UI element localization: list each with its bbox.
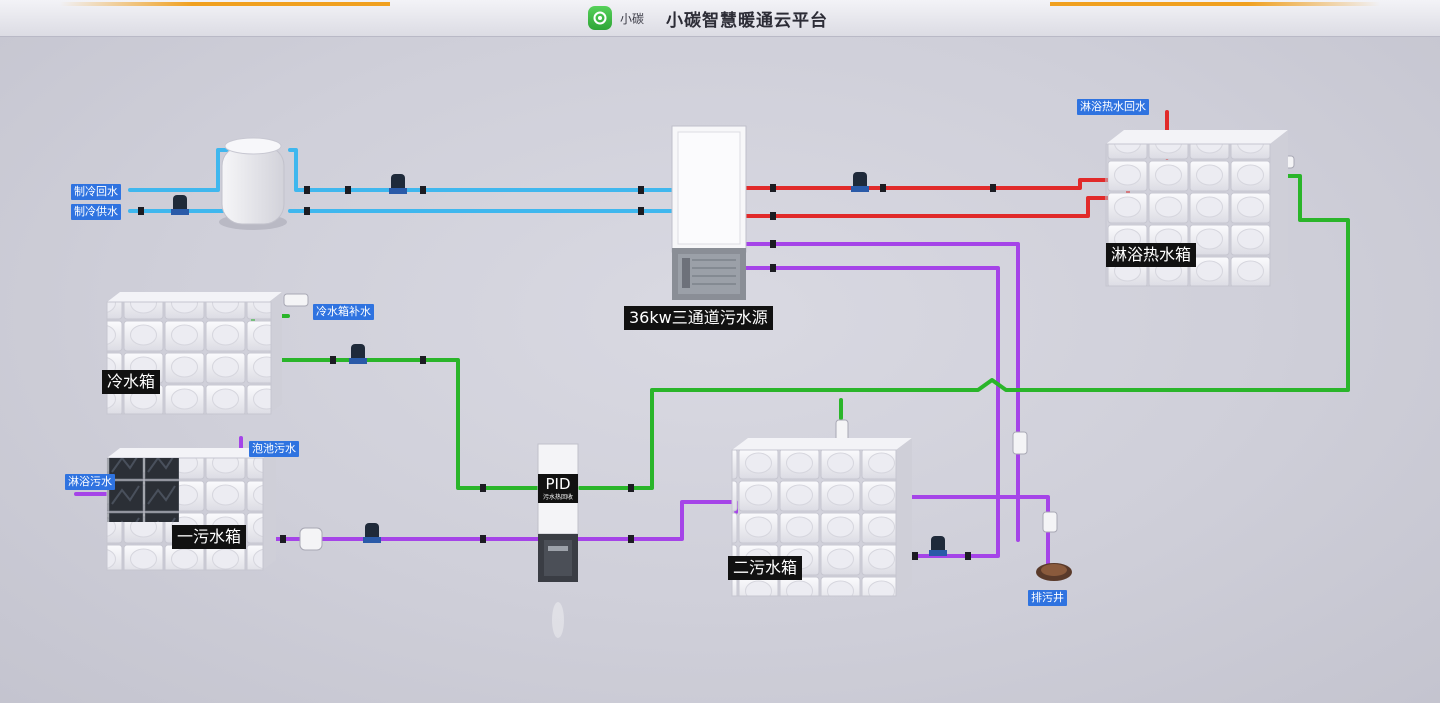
label-hot-tank: 淋浴热水箱 [1106,243,1197,267]
buffer-tank [219,137,287,230]
page-title: 小碳智慧暖通云平台 [666,10,829,31]
pump-icon [929,536,947,556]
heat-pump-unit [671,125,747,300]
drain-well [1036,563,1072,581]
pump-icon [349,344,367,364]
label-sewage-tank-2: 二污水箱 [728,556,803,580]
sewage-tank-1 [106,448,276,571]
pid-title: PID [545,475,571,493]
tag-shower-hot-return: 淋浴热水回水 [1077,99,1149,115]
label-sewage-tank-1: 一污水箱 [172,525,247,549]
tag-pool-sewage: 泡池污水 [249,441,299,457]
label-pid: PID 污水热回收 [538,474,578,503]
brand: 小碳 小碳智慧暖通云平台 [588,5,828,31]
pump-icon [363,523,381,543]
tag-drain-well: 排污井 [1028,590,1067,606]
hot-water-pipes [743,110,1169,218]
pump-icon [851,172,869,192]
header-accent-right [1050,2,1380,6]
tag-cooling-supply: 制冷供水 [71,204,121,220]
pumps [171,172,947,556]
header-accent-left [60,2,390,6]
title-bar: 小碳 小碳智慧暖通云平台 [0,0,1440,37]
tag-cooling-return: 制冷回水 [71,184,121,200]
pid-subtitle: 污水热回收 [542,494,573,501]
tag-cold-tank-makeup: 冷水箱补水 [313,304,374,320]
pump-icon [389,174,407,194]
cold-water-pipes [128,148,674,213]
pump-icon [171,195,189,215]
label-heat-pump: 36kw三通道污水源 [624,306,773,330]
leaf-logo-icon [588,6,612,30]
label-cold-tank: 冷水箱 [102,370,161,394]
tag-shower-sewage: 淋浴污水 [65,474,115,490]
brand-name: 小碳 [620,11,645,26]
cold-water-tank [106,292,282,415]
